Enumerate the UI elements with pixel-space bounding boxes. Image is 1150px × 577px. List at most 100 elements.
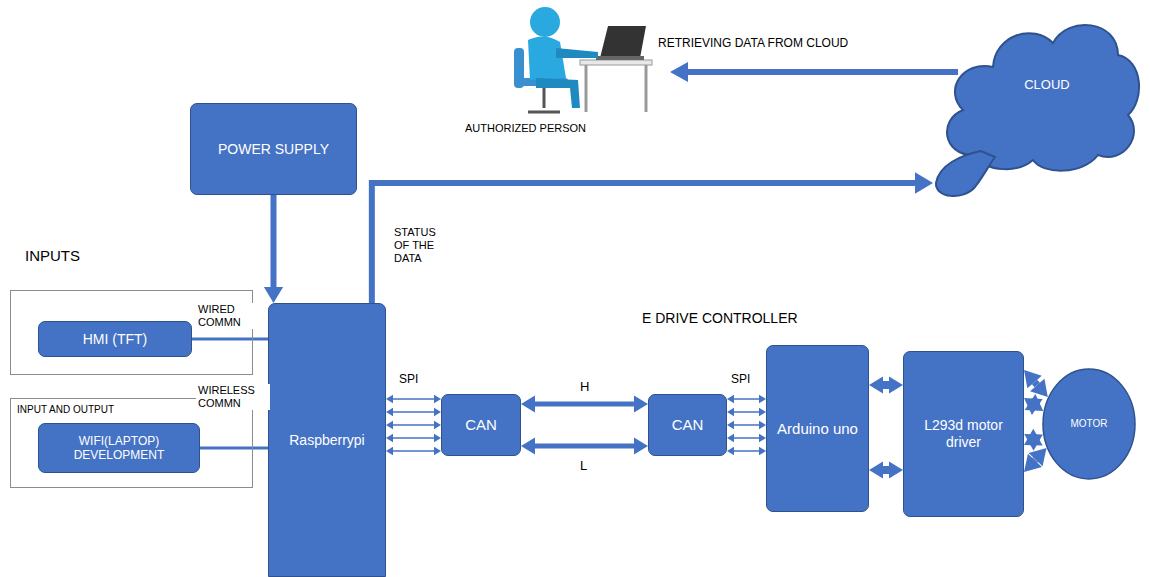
edge-label: WIRELESS COMMN [196,384,270,410]
connector [869,462,903,479]
retrieve-arrow-head [670,62,688,82]
arrow-head [634,438,648,455]
connector [372,172,933,303]
node-label: Arduino uno [771,420,864,438]
connector-line [535,402,634,407]
connector [1024,394,1043,415]
person-label: AUTHORIZED PERSON [463,122,588,135]
connector-line [734,398,759,400]
desk-leg [645,65,648,112]
arrow-head [727,395,734,403]
node-label: MOTOR [1064,418,1113,430]
arrow-head [434,434,441,442]
connector-line [372,183,915,303]
arrow-head [869,462,883,479]
arrow-head [727,421,734,429]
connector-line [734,424,759,426]
raspberrypi-box: Raspberrypi [268,303,386,577]
connector-line [535,444,634,449]
node-label: HMI (TFT) [77,331,154,348]
arrow-head [386,434,393,442]
connector-line [393,437,434,439]
connector-line [1030,402,1037,407]
connector-line [734,437,759,439]
arrow-head [386,408,393,416]
connector [869,377,903,394]
arrow-head [386,421,393,429]
retrieve-label: RETRIEVING DATA FROM CLOUD [656,36,850,50]
arrow-head [434,408,441,416]
chair-base [528,111,560,114]
edge-label: WIRED COMMN [196,303,262,329]
person-body [528,36,566,80]
connector-line [393,411,434,413]
connector-line [393,424,434,426]
connector [521,438,648,455]
group-heading: INPUTS [25,247,80,265]
desk-top [580,60,652,65]
arrow-head [727,447,734,455]
chair-post [543,86,546,108]
desk-leg [585,65,588,112]
connector [727,395,766,455]
motor-circle: MOTOR [1042,368,1136,480]
arrow-head [1024,454,1042,472]
connector-line [393,450,434,452]
arrow-head [759,408,766,416]
cloud-shape: CLOUD [933,5,1145,205]
node-label: L293d motor driver [904,417,1023,451]
arrow-head [264,287,283,303]
arrow-head [521,438,535,455]
connector-line [883,466,889,474]
connector-line [192,338,268,341]
laptop-screen [600,26,646,58]
motor-driver-box: L293d motor driver [903,351,1024,517]
can-box: CAN [441,394,521,456]
retrieve-arrow [670,62,958,82]
arrow-head [434,395,441,403]
arrow-head [727,408,734,416]
connector [521,396,648,413]
connector [264,195,283,303]
io-group: INPUT AND OUTPUTWIFI(LAPTOP) DEVELOPMENT [10,398,253,488]
edge-label: L [578,458,589,474]
person-legs [536,78,580,108]
arrow-head [1024,370,1042,388]
arrow-head [1024,429,1043,446]
authorized-person-figure [514,7,652,112]
connector-line [734,411,759,413]
arrow-head [889,377,903,394]
chair-back [514,48,524,88]
connector [1024,370,1048,397]
arduino-box: Arduino uno [766,345,869,512]
can-box: CAN [648,394,727,456]
person-head [530,7,560,37]
arrow-head [915,172,933,194]
node-label: CLOUD [1018,77,1076,93]
edge-label: H [578,379,591,395]
arrow-head [759,395,766,403]
arrow-head [759,434,766,442]
section-title: E DRIVE CONTROLLER [640,310,800,327]
arrow-head [521,396,535,413]
connector [1024,429,1043,451]
connector-line [393,398,434,400]
connector [192,339,268,340]
connector-line [200,447,268,450]
connector-line [883,381,889,389]
group-heading: INPUT AND OUTPUT [17,404,114,416]
person-arm [556,48,598,58]
connector [200,448,268,449]
connector [386,395,441,455]
arrow-head [434,447,441,455]
connector-line [1031,456,1039,464]
arrow-head [889,462,903,479]
hmi-box: HMI (TFT) [38,321,192,357]
node-label: Raspberrypi [283,432,370,449]
connector-line [1029,437,1038,442]
connector [1024,448,1047,472]
node-label: CAN [459,416,503,434]
connector-line [734,450,759,452]
arrow-head [869,377,883,394]
